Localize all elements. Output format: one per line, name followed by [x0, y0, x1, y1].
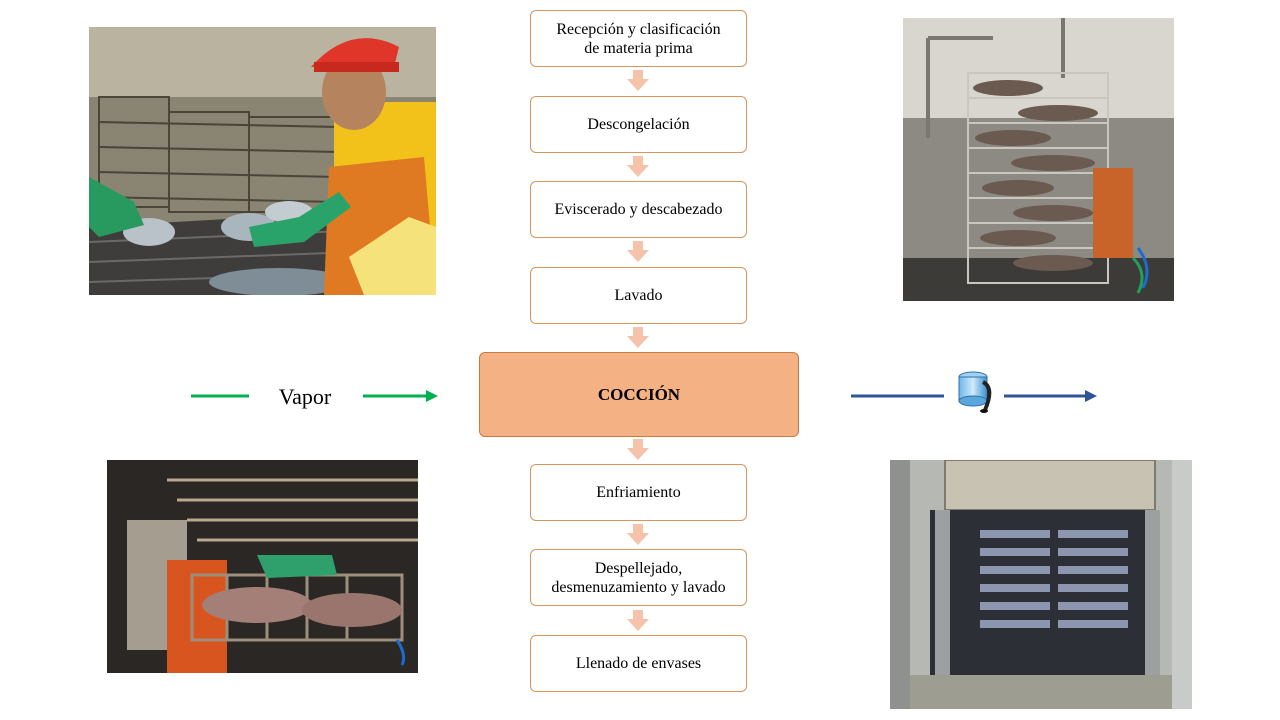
main-step-label: COCCIÓN [597, 384, 681, 404]
step-label: Lavado [614, 287, 663, 304]
step-label: Llenado de envases [575, 655, 702, 672]
step-enfriamiento: Enfriamiento [530, 464, 747, 521]
step-recepcion: Recepción y clasificación de materia pri… [530, 10, 747, 67]
step-lavado: Lavado [530, 267, 747, 324]
main-step-coccion: COCCIÓN [479, 352, 799, 437]
step-despellejado: Despellejado, desmenuzamiento y lavado [530, 549, 747, 606]
vapor-arrow [363, 390, 438, 402]
water-drain-icon [958, 371, 992, 413]
step-label-line: desmenuzamiento y lavado [551, 578, 726, 596]
fish-rack-cart-photo [903, 18, 1174, 301]
step-label-line: Recepción y clasificación [556, 20, 721, 38]
vapor-label: Vapor [278, 384, 332, 409]
step-label-line: de materia prima [584, 39, 693, 57]
output-arrow [1004, 390, 1097, 402]
down-arrow-icon [627, 241, 649, 262]
worker-handling-fish-photo [89, 27, 436, 295]
step-llenado: Llenado de envases [530, 635, 747, 692]
output-line [851, 394, 944, 398]
cooker-oven-with-racks-photo [890, 460, 1192, 709]
vapor-line [191, 394, 249, 398]
step-label: Descongelación [587, 116, 690, 133]
step-label: Enfriamiento [596, 484, 681, 501]
cooked-fish-in-rack-photo [107, 460, 418, 673]
down-arrow-icon [627, 156, 649, 177]
down-arrow-icon [627, 439, 649, 460]
step-label: Eviscerado y descabezado [554, 201, 723, 218]
step-eviscerado: Eviscerado y descabezado [530, 181, 747, 238]
down-arrow-icon [627, 524, 649, 545]
down-arrow-icon [627, 70, 649, 91]
step-label-line: Despellejado, [594, 559, 683, 577]
step-descongelacion: Descongelación [530, 96, 747, 153]
down-arrow-icon [627, 610, 649, 631]
down-arrow-icon [627, 327, 649, 348]
